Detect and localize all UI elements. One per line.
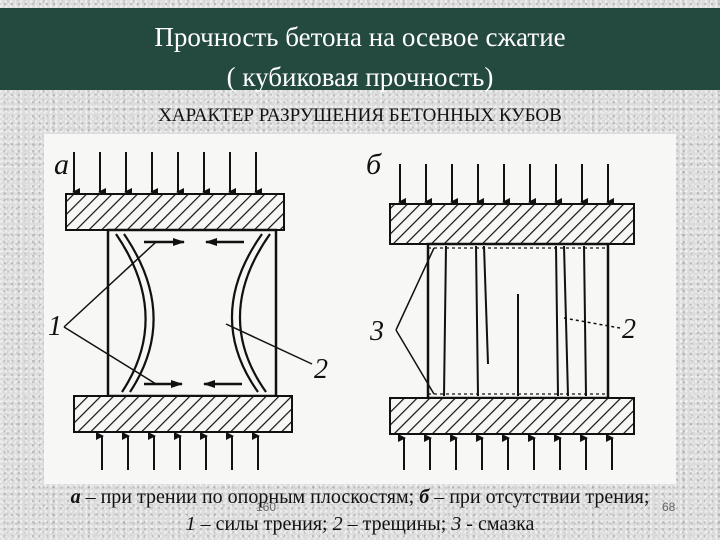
label-friction: 1: [48, 311, 62, 342]
page-number-left: 160: [256, 500, 277, 514]
slide-subtitle: ХАРАКТЕР РАЗРУШЕНИЯ БЕТОННЫХ КУБОВ: [158, 105, 562, 126]
panel-a: а: [48, 148, 328, 433]
title-bar: Прочность бетона на осевое сжатие ( куби…: [0, 8, 720, 92]
panel-b: б: [366, 148, 636, 435]
panel-b-cracks: [443, 245, 587, 397]
leader-line: [395, 329, 435, 395]
crack-vertical: [563, 245, 569, 397]
diagram-panel: а: [44, 134, 676, 484]
crack-vertical: [583, 245, 587, 397]
panel-a-label: а: [54, 148, 69, 181]
caption-line-1: а – при трении по опорным плоскостям; б …: [0, 484, 720, 510]
leader-line: [63, 326, 157, 385]
caption-key-2: 2: [332, 513, 343, 535]
panel-b-bottom-platen: [389, 397, 635, 435]
concrete-cube-failure-diagram: а: [48, 148, 636, 470]
panel-b-leaders: [395, 247, 621, 395]
panel-a-bottom-platen: [73, 395, 293, 433]
panel-a-leaders: [63, 241, 313, 385]
caption-text-1: – силы трения;: [195, 513, 333, 535]
bottom-reaction-arrows: [96, 432, 614, 470]
caption-key-1: 1: [185, 513, 196, 535]
label-cracks-b: 2: [622, 314, 636, 345]
slide-title-line-2: ( кубиковая прочность): [226, 62, 494, 92]
panel-b-top-load-arrows: [398, 164, 614, 206]
panel-a-top-load-arrows: [72, 152, 262, 196]
caption-text-2: – трещины;: [342, 513, 452, 535]
panel-b-label: б: [366, 148, 382, 181]
leader-line: [395, 247, 435, 331]
page-number-right: 68: [662, 500, 676, 514]
crack-vertical: [555, 245, 559, 397]
panel-a-cracks: [115, 233, 271, 393]
caption-line-2: 1 – силы трения; 2 – трещины; 3 - смазка: [0, 511, 720, 537]
leader-line: [225, 323, 313, 365]
caption-text-b: – при отсутствии трения;: [429, 486, 650, 508]
caption-key-3: 3: [451, 513, 462, 535]
panel-a-friction-arrows: [144, 238, 244, 388]
panel-b-top-platen: [389, 203, 635, 245]
panel-a-top-platen: [65, 193, 285, 231]
caption-text-a: – при трении по опорным плоскостям;: [80, 486, 420, 508]
slide-title-line-1: Прочность бетона на осевое сжатие: [154, 22, 566, 52]
crack-vertical: [483, 245, 489, 365]
leader-line: [63, 241, 157, 328]
crack-right-inner: [230, 233, 263, 393]
label-cracks-a: 2: [314, 354, 328, 385]
caption-key-b: б: [419, 486, 430, 508]
label-lubricant: 3: [369, 316, 384, 347]
crack-vertical: [475, 245, 479, 397]
crack-vertical: [443, 245, 447, 397]
caption-key-a: а: [70, 486, 81, 508]
caption-text-3: - смазка: [461, 513, 535, 535]
crack-left-outer: [115, 233, 147, 393]
crack-right-outer: [238, 233, 271, 393]
